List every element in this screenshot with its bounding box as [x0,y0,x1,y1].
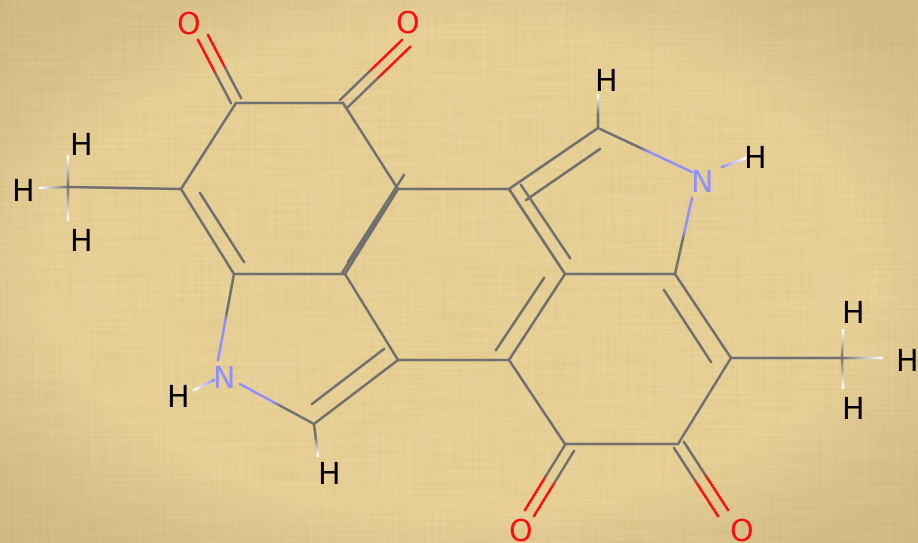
hydrogen-atom: H [318,457,341,492]
hydrogen-atom: H [12,174,35,209]
hydrogen-atom: H [896,344,918,379]
oxygen-atom: O [396,6,420,41]
oxygen-atom: O [730,514,754,543]
atom-labels: O O O O N N H H H H H H H H H H [12,6,918,543]
hydrogen-atom: H [70,224,93,259]
hydrogen-atom: H [842,392,865,427]
hydrogen-atom: H [70,128,93,163]
nitrogen-atom: N [691,165,713,200]
oxygen-atom: O [509,514,533,543]
hydrogen-atom: H [167,380,190,415]
hydrogen-atom: H [744,141,767,176]
hydrogen-atom: H [595,64,618,99]
bonds [38,33,884,518]
oxygen-atom: O [177,7,201,42]
nitrogen-atom: N [213,361,235,396]
hydrogen-atom: H [842,296,865,331]
